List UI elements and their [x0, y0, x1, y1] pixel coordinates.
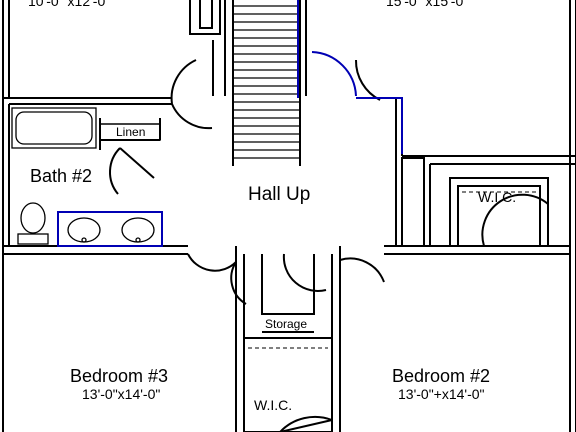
bathtub — [11, 107, 97, 149]
bath-label: Bath #2 — [30, 166, 92, 186]
bedroom3-dim: 13'-0"x14'-0" — [82, 386, 160, 402]
toilet — [17, 202, 49, 245]
wic-right-label: W.I.C. — [478, 189, 516, 205]
linen-closet — [99, 123, 161, 141]
linen-label: Linen — [116, 125, 145, 139]
bedroom3-name: Bedroom #3 — [70, 366, 168, 386]
wic-bottom-label: W.I.C. — [254, 397, 292, 413]
shelf-lines — [248, 191, 536, 349]
bedroom2-name: Bedroom #2 — [392, 366, 490, 386]
sinks — [67, 217, 155, 243]
accent-walls — [57, 0, 403, 247]
bedroom2-dim: 13'-0"+x14'-0" — [398, 386, 485, 402]
hall-label: Hall Up — [248, 184, 310, 205]
storage-label: Storage — [265, 317, 307, 331]
top-left-room-dim: 10'-0" x12'-0" — [28, 0, 110, 9]
top-right-room-dim: 15'-0" x15'-0" — [386, 0, 468, 9]
stair-treads — [233, 5, 300, 159]
